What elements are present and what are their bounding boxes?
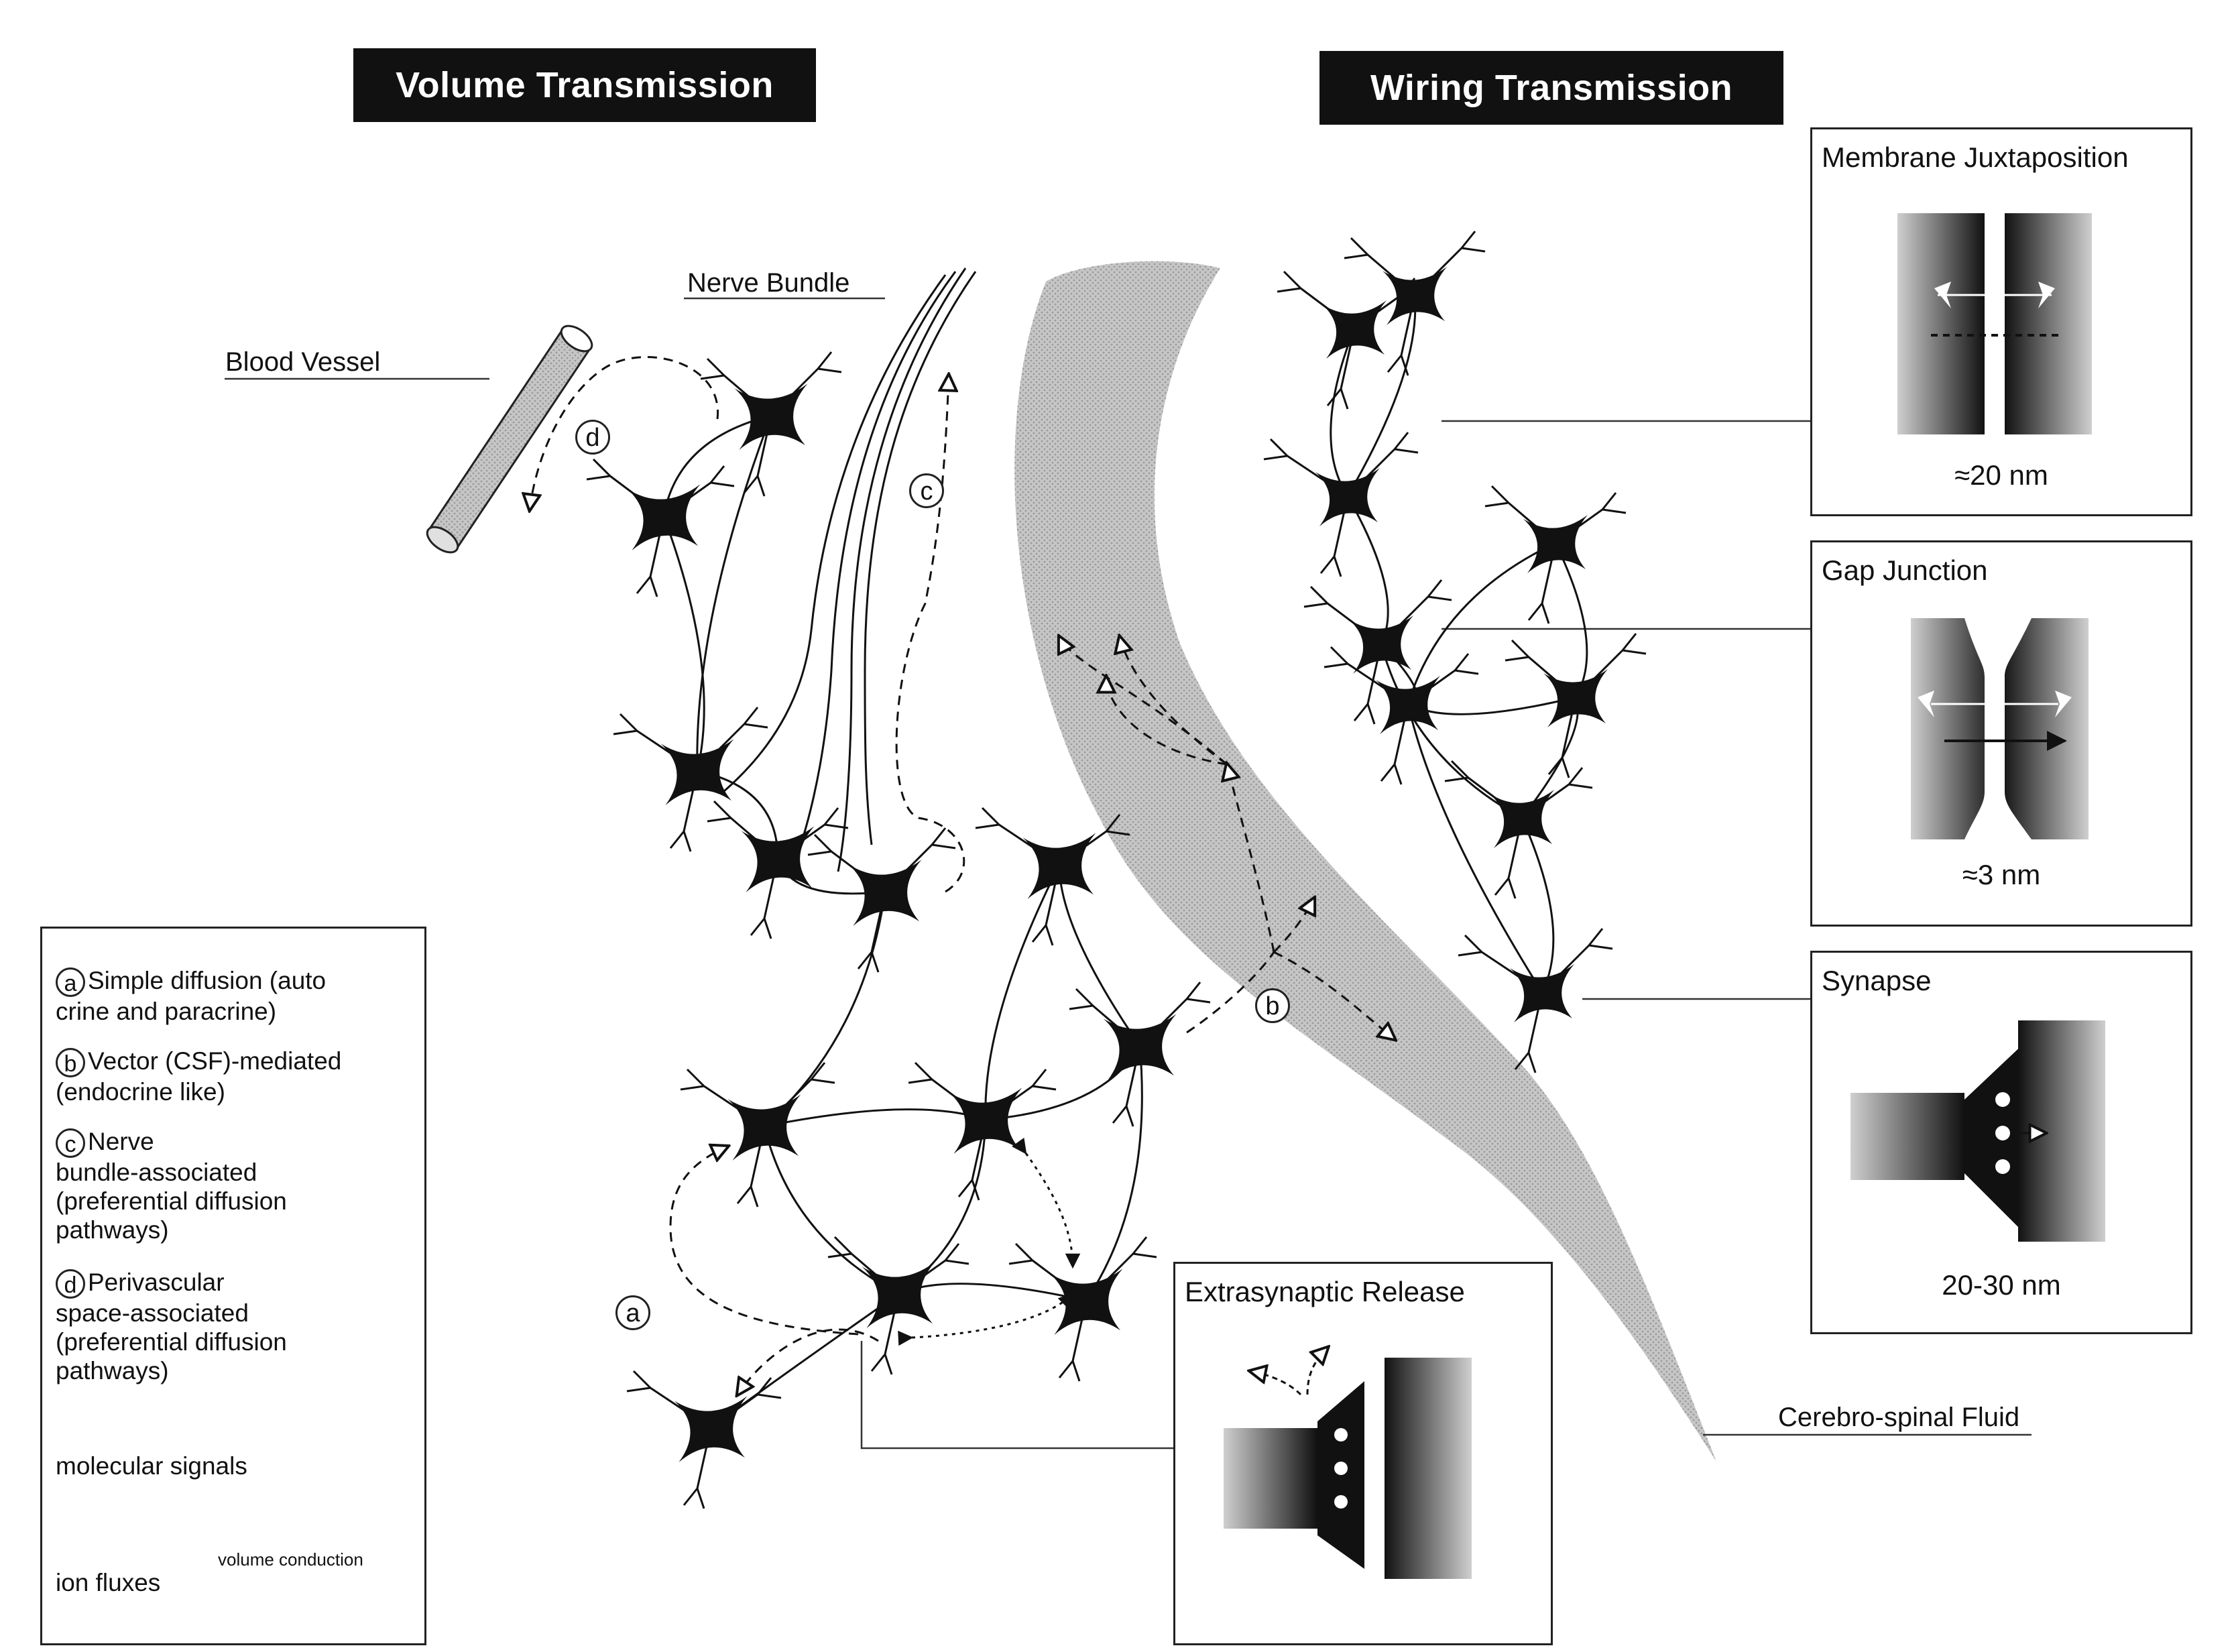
- neuron-soma: [674, 1396, 748, 1462]
- legend-c-line2: bundle-associated: [56, 1159, 257, 1187]
- legend-ion-fluxes: ion fluxes: [56, 1569, 161, 1596]
- gap-junction-title: Gap Junction: [1822, 554, 1988, 586]
- extrasynaptic-illustration: [1224, 1348, 1472, 1579]
- extrasynaptic-release-box: Extrasynaptic Release: [1173, 1262, 1553, 1645]
- neuron-soma: [741, 826, 815, 892]
- extrasynaptic-release-title: Extrasynaptic Release: [1185, 1276, 1465, 1307]
- neuron-soma: [1543, 669, 1608, 727]
- neuron-soma: [1315, 468, 1380, 526]
- marker-d: d: [575, 420, 610, 455]
- gap-junction-illustration: [1911, 618, 2089, 839]
- gap-junction-distance: ≈3 nm: [1962, 859, 2041, 890]
- neuron-process: [1330, 328, 1356, 497]
- legend-d-line3: (preferential diffusion: [56, 1328, 287, 1356]
- legend-a-line2: crine and paracrine): [56, 998, 277, 1026]
- membrane-illustration: [1897, 213, 2092, 434]
- leader-lines: [225, 297, 2032, 1450]
- neuron-process: [1407, 542, 1556, 705]
- neuron-process: [763, 1126, 899, 1295]
- neuron-process: [1346, 294, 1417, 497]
- neuron-process: [1521, 817, 1555, 993]
- membrane-juxtaposition-box: Membrane Juxtaposition ≈20 nm: [1810, 127, 2192, 516]
- neuron-process: [898, 1119, 987, 1295]
- legend-key-b: b: [56, 1048, 85, 1078]
- neuron-process: [764, 1108, 986, 1128]
- synapse-box: Synapse 20-30 nm: [1810, 951, 2192, 1334]
- marker-a: a: [615, 1295, 650, 1330]
- nerve-bundle: [723, 268, 977, 872]
- ion-flux-paths: [898, 1137, 1081, 1346]
- legend-d-line2: space-associated: [56, 1299, 249, 1328]
- neuron-process: [1380, 643, 1523, 819]
- synapse-illustration: [1850, 1020, 2105, 1242]
- legend-key-d: d: [56, 1269, 85, 1299]
- neuron-soma: [1322, 300, 1387, 359]
- neuron-soma: [1103, 1014, 1177, 1080]
- legend-a-line1: Simple diffusion (auto: [88, 967, 327, 994]
- legend-c-line3: (preferential diffusion: [56, 1187, 287, 1216]
- neuron-process: [662, 516, 705, 772]
- membrane-distance: ≈20 nm: [1954, 459, 2048, 491]
- legend-volume-conduction: volume conduction: [218, 1549, 363, 1570]
- legend-key-c: c: [56, 1128, 85, 1159]
- csf-region: [1014, 261, 1716, 1462]
- neuron-process: [1407, 703, 1543, 993]
- neuron-soma: [1523, 515, 1588, 573]
- neuron-soma: [1376, 676, 1440, 734]
- neuron-soma: [1049, 1268, 1123, 1335]
- neuron-soma: [1510, 964, 1574, 1022]
- csf-label: Cerebro-spinal Fluid: [1778, 1403, 2020, 1432]
- synapse-title: Synapse: [1822, 965, 1932, 996]
- gap-junction-box: Gap Junction ≈3 nm: [1810, 540, 2192, 927]
- neuron-soma: [949, 1087, 1022, 1154]
- neuron-process: [662, 414, 772, 517]
- blood-vessel-label: Blood Vessel: [225, 347, 381, 377]
- legend-b-line2: (endocrine like): [56, 1078, 225, 1106]
- marker-c: c: [909, 473, 944, 508]
- neuron-network: [586, 231, 1647, 1509]
- neuron-process: [1058, 864, 1141, 1047]
- neuron-soma: [734, 384, 808, 450]
- legend-b-line1: Vector (CSF)-mediated: [88, 1047, 342, 1075]
- neuron-soma: [1022, 833, 1096, 899]
- neuron-soma: [660, 739, 734, 805]
- legend-key-a: a: [56, 967, 85, 998]
- neuron-process: [763, 891, 886, 1128]
- legend-molecular-signals: molecular signals: [56, 1452, 247, 1480]
- marker-b: b: [1255, 988, 1290, 1023]
- neuron-soma: [1383, 267, 1447, 325]
- neuron-soma: [727, 1094, 801, 1161]
- neuron-soma: [1490, 790, 1554, 848]
- blood-vessel: [426, 324, 593, 554]
- neuron-process: [1407, 696, 1576, 715]
- legend-c-line1: Nerve: [88, 1128, 154, 1155]
- volume-transmission-header: Volume Transmission: [353, 48, 816, 122]
- neuron-process: [696, 415, 772, 772]
- neuron-process: [984, 864, 1061, 1120]
- neuron-soma: [627, 484, 701, 550]
- legend-d-line1: Perivascular: [88, 1268, 225, 1296]
- legend-d-line4: pathways): [56, 1357, 169, 1385]
- wiring-transmission-header: Wiring Transmission: [1319, 51, 1783, 125]
- membrane-juxtaposition-title: Membrane Juxtaposition: [1822, 141, 2129, 173]
- legend-c-line4: pathways): [56, 1216, 169, 1244]
- neuron-process: [1346, 495, 1389, 644]
- neuron-process: [898, 1283, 1087, 1302]
- neuron-soma: [848, 860, 922, 926]
- nerve-bundle-label: Nerve Bundle: [687, 268, 850, 298]
- neuron-soma: [1349, 615, 1413, 674]
- neuron-process: [1085, 1045, 1143, 1301]
- synapse-distance: 20-30 nm: [1942, 1269, 2061, 1301]
